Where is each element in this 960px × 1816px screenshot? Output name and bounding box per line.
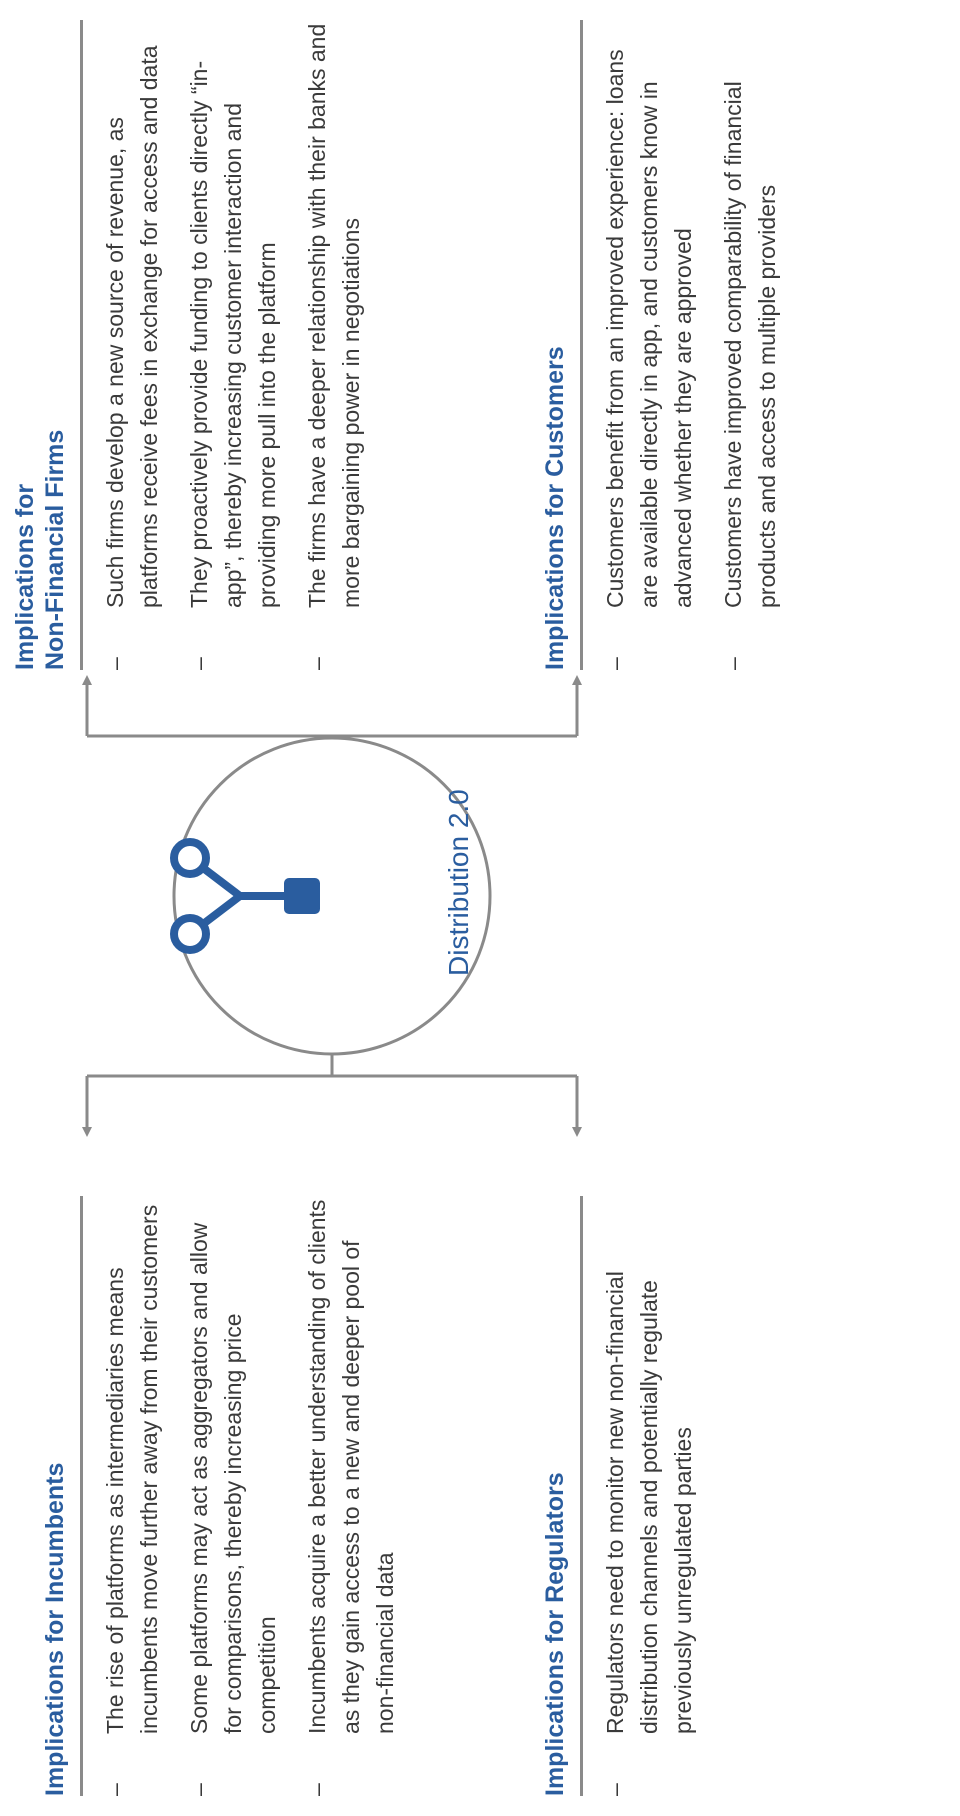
title-divider xyxy=(80,20,83,670)
bullet-text: The rise of platforms as intermediaries … xyxy=(102,1204,162,1734)
bullet-text: Incumbents acquire a better understandin… xyxy=(304,1199,398,1734)
bullet-list: –The rise of platforms as intermediaries… xyxy=(98,1196,418,1796)
panel-title: Implications for Regulators xyxy=(541,1472,569,1796)
title-divider xyxy=(80,1196,83,1796)
bullet-text: Customers have improved comparability of… xyxy=(720,81,780,608)
panel-customers: Implications for Customers –Customers be… xyxy=(540,10,940,670)
list-item: –They proactively provide funding to cli… xyxy=(186,60,280,670)
bullet-text: They proactively provide funding to clie… xyxy=(186,60,280,608)
list-item: –Such firms develop a new source of reve… xyxy=(102,45,162,670)
hub-circle xyxy=(172,736,492,1056)
title-divider xyxy=(580,1196,583,1796)
bullet-text: Some platforms may act as aggregators an… xyxy=(186,1222,280,1734)
panel-title: Implications for Incumbents xyxy=(41,1462,69,1796)
list-item: –Regulators need to monitor new non-fina… xyxy=(602,1271,696,1796)
panel-title: Implications for Customers xyxy=(541,346,569,670)
panel-incumbents: Implications for Incumbents –The rise of… xyxy=(40,1146,470,1796)
list-item: –Some platforms may act as aggregators a… xyxy=(186,1222,280,1796)
hub-label: Distribution 2.0 xyxy=(443,789,474,976)
bullet-text: Regulators need to monitor new non-finan… xyxy=(602,1271,696,1734)
list-item: –The firms have a deeper relationship wi… xyxy=(304,23,364,670)
panel-title-line-1: Implications for xyxy=(11,483,39,670)
panel-title-line-2: Non-Financial Firms xyxy=(41,429,69,670)
title-divider xyxy=(580,20,583,670)
fork-branch-icon xyxy=(170,838,320,954)
bullet-text: The firms have a deeper relationship wit… xyxy=(304,23,364,608)
list-item: –Incumbents acquire a better understandi… xyxy=(304,1199,398,1796)
list-item: –Customers have improved comparability o… xyxy=(720,81,780,670)
bullet-text: Such firms develop a new source of reven… xyxy=(102,45,162,608)
bullet-list: –Regulators need to monitor new non-fina… xyxy=(598,1196,716,1796)
bullet-list: –Customers benefit from an improved expe… xyxy=(598,20,800,670)
panel-title: Implications for Non-Financial Firms xyxy=(10,430,70,670)
list-item: –Customers benefit from an improved expe… xyxy=(602,49,696,670)
panel-regulators: Implications for Regulators –Regulators … xyxy=(540,1146,940,1796)
bullet-text: Customers benefit from an improved exper… xyxy=(602,49,696,608)
bullet-list: –Such firms develop a new source of reve… xyxy=(98,20,384,670)
panel-non-financial-firms: Implications for Non-Financial Firms –Su… xyxy=(10,10,480,670)
list-item: –The rise of platforms as intermediaries… xyxy=(102,1204,162,1796)
